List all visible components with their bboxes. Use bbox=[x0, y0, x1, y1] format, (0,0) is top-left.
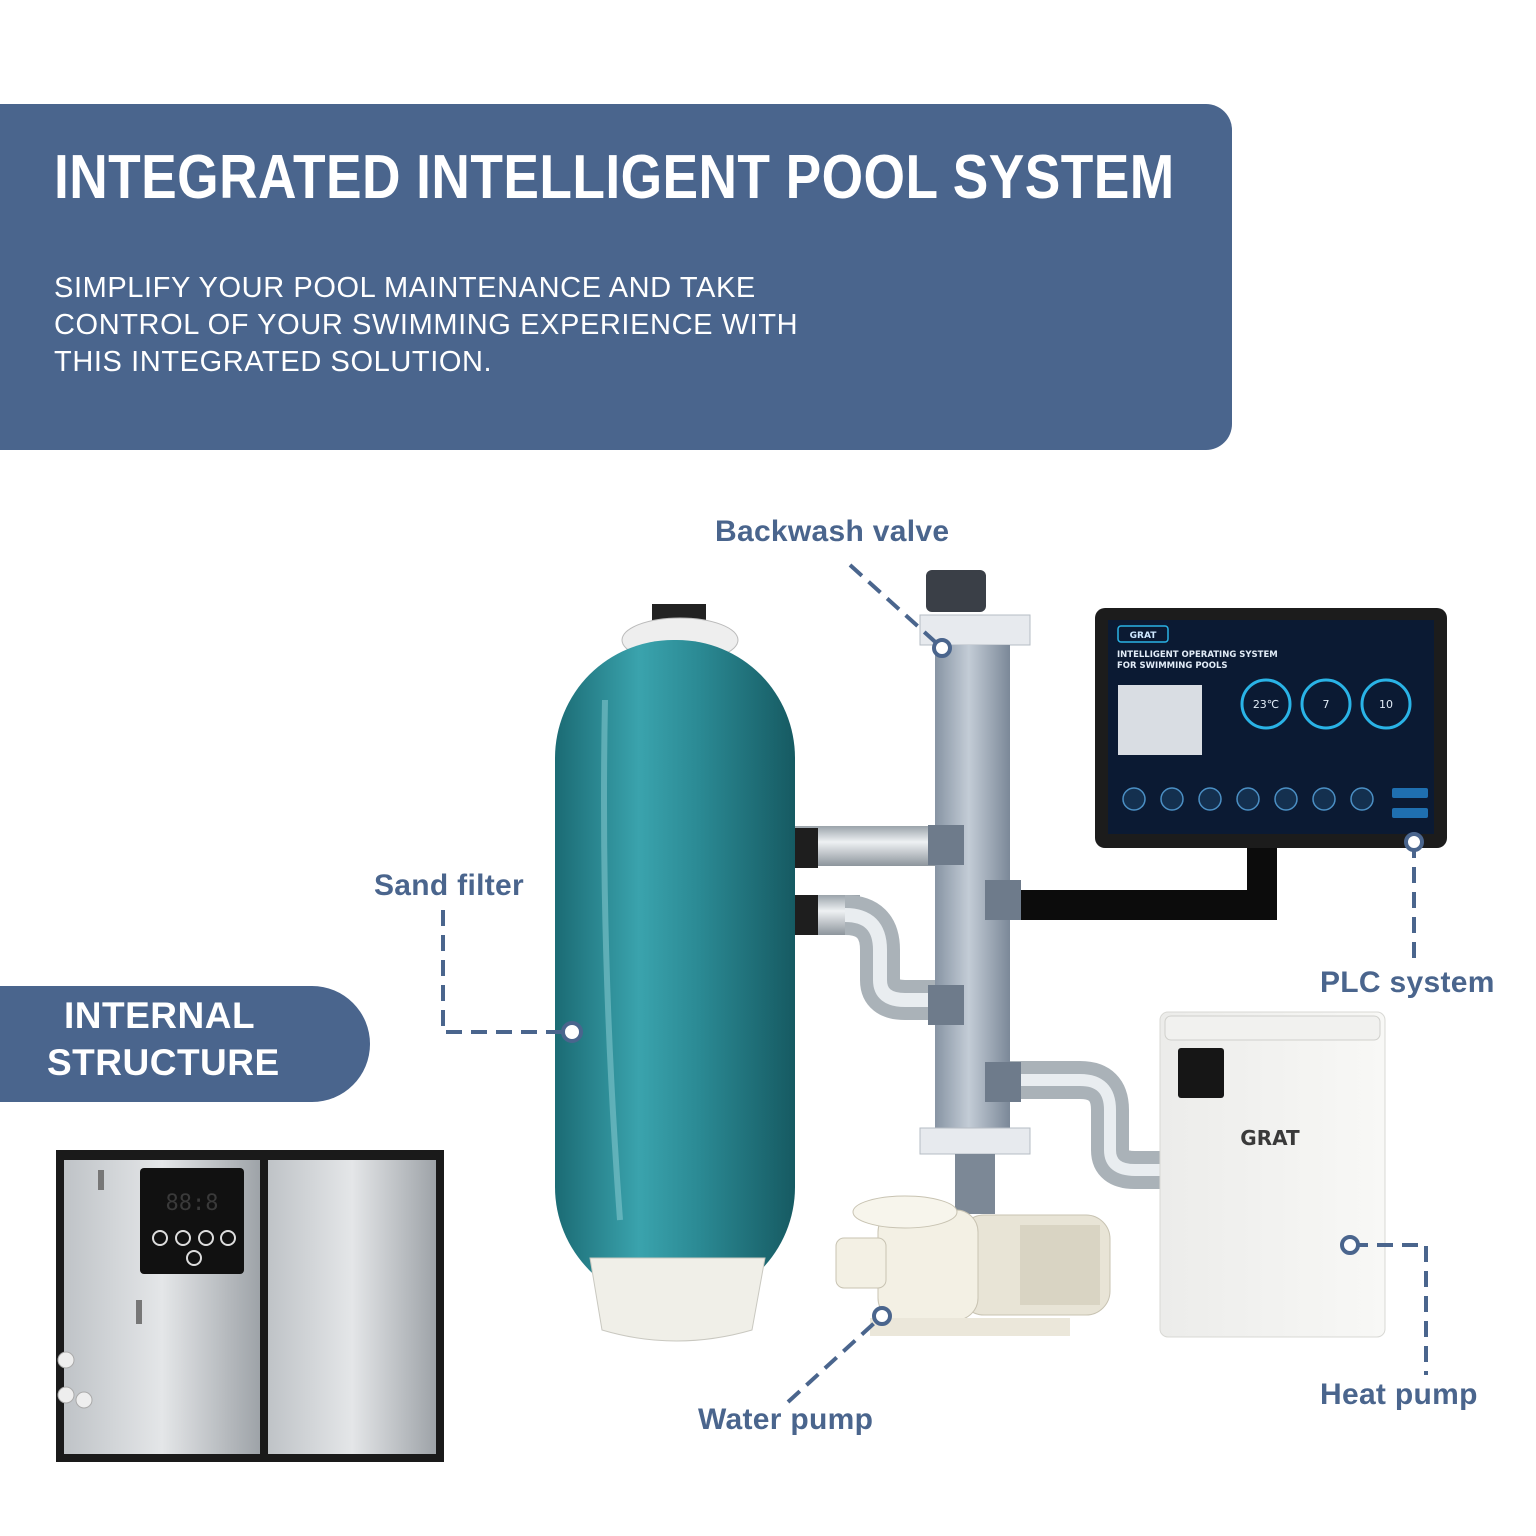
subtitle-line-2: CONTROL OF YOUR SWIMMING EXPERIENCE WITH bbox=[54, 309, 799, 341]
screen-menu-icon bbox=[1198, 787, 1222, 811]
callout-dots bbox=[561, 638, 1424, 1326]
screen-tab-button bbox=[1392, 788, 1428, 798]
cabinet-port bbox=[57, 1351, 75, 1369]
valve-port bbox=[928, 985, 964, 1025]
plc-cable bbox=[1005, 845, 1277, 920]
pump-lid bbox=[852, 1195, 958, 1229]
backwash-valve-column bbox=[919, 570, 1031, 1214]
plc-touchscreen: GRAT INTELLIGENT OPERATING SYSTEM FOR SW… bbox=[1095, 608, 1447, 848]
plc-dot bbox=[1404, 832, 1424, 852]
power-icon bbox=[186, 1250, 202, 1266]
valve-actuator bbox=[926, 570, 986, 612]
cabinet-button-icon bbox=[175, 1230, 191, 1246]
pump-inlet bbox=[835, 1237, 887, 1289]
heat-pump-leader bbox=[1352, 1243, 1428, 1375]
screen-product-image bbox=[1118, 685, 1202, 755]
pump-motor-fins bbox=[1020, 1225, 1100, 1305]
internal-structure-badge: INTERNAL STRUCTURE bbox=[0, 986, 370, 1102]
pump-base bbox=[870, 1318, 1070, 1336]
cabinet-control-panel bbox=[140, 1168, 244, 1274]
water-pump-leader bbox=[786, 1314, 884, 1404]
sand-filter-leader bbox=[441, 910, 572, 1034]
label-heat-pump: Heat pump bbox=[1320, 1378, 1478, 1411]
screen-menu-icon bbox=[1274, 787, 1298, 811]
cabinet-port bbox=[75, 1391, 93, 1409]
cabinet-hinge bbox=[98, 1170, 104, 1190]
badge-line-2: STRUCTURE bbox=[47, 1042, 280, 1083]
heat-pump-pipe bbox=[1008, 1061, 1160, 1189]
screen-icon-row bbox=[1122, 787, 1374, 811]
tank-body bbox=[555, 640, 795, 1305]
badge-line-1: INTERNAL bbox=[64, 995, 256, 1036]
gauge-temperature bbox=[1240, 678, 1292, 730]
callout-lines bbox=[441, 563, 1428, 1404]
screen-menu-icon bbox=[1122, 787, 1146, 811]
cabinet-display: 88:8 bbox=[166, 1191, 219, 1216]
water-pump bbox=[835, 1195, 1111, 1336]
heat-pump-dot bbox=[1340, 1235, 1360, 1255]
cabinet-door-right bbox=[268, 1160, 436, 1454]
valve-outlet bbox=[955, 1154, 995, 1214]
screen-logo: GRAT bbox=[1130, 631, 1158, 641]
lower-pipe-highlight bbox=[844, 908, 940, 1007]
tank-shine bbox=[601, 699, 623, 1221]
tank-base bbox=[589, 1257, 766, 1342]
pipe-coupling bbox=[792, 828, 818, 868]
heat-pump-fan-grille bbox=[1164, 1015, 1381, 1041]
valve-port bbox=[928, 825, 964, 865]
sand-filter-tank bbox=[555, 604, 795, 1342]
cabinet-button-icon bbox=[152, 1230, 168, 1246]
screen-menu-icon bbox=[1160, 787, 1184, 811]
label-sand-filter: Sand filter bbox=[374, 869, 524, 902]
gauge-ph bbox=[1300, 678, 1352, 730]
sand-filter-dot bbox=[561, 1021, 583, 1043]
water-pump-dot bbox=[872, 1306, 892, 1326]
valve-port bbox=[985, 880, 1021, 920]
backwash-leader bbox=[848, 563, 944, 650]
gauge-orp-value: 10 bbox=[1379, 698, 1393, 711]
heat-pump-pipe-highlight bbox=[1008, 1074, 1160, 1176]
page-subtitle: SIMPLIFY YOUR POOL MAINTENANCE AND TAKE … bbox=[54, 270, 954, 381]
cabinet-button-icon bbox=[198, 1230, 214, 1246]
heat-pump-logo: GRAT bbox=[1240, 1126, 1300, 1150]
cabinet-button-icon bbox=[220, 1230, 236, 1246]
heat-pump-control-panel bbox=[1178, 1048, 1224, 1098]
gauge-temperature-value: 23℃ bbox=[1253, 698, 1279, 711]
lower-pipe-bend bbox=[843, 895, 940, 1020]
label-water-pump: Water pump bbox=[698, 1403, 874, 1436]
cabinet-port bbox=[57, 1386, 75, 1404]
screen-menu-icon bbox=[1350, 787, 1374, 811]
cabinet-unit: 88:8 bbox=[56, 1150, 444, 1462]
valve-port bbox=[985, 1062, 1021, 1102]
screen-logo-frame bbox=[1117, 625, 1169, 643]
screen-title-line-1: INTELLIGENT OPERATING SYSTEM bbox=[1117, 650, 1278, 660]
subtitle-line-3: THIS INTEGRATED SOLUTION. bbox=[54, 346, 493, 378]
pipe-coupling bbox=[792, 895, 818, 935]
screen-tab-button bbox=[1392, 808, 1428, 818]
valve-bottom-flange bbox=[919, 1127, 1031, 1155]
gauge-orp bbox=[1360, 678, 1412, 730]
label-plc-system: PLC system bbox=[1320, 966, 1495, 999]
screen-title-line-2: FOR SWIMMING POOLS bbox=[1117, 661, 1228, 671]
header-banner bbox=[0, 104, 1232, 450]
cabinet-handle bbox=[136, 1300, 142, 1324]
connecting-pipes bbox=[790, 826, 1277, 1189]
screen-menu-icon bbox=[1236, 787, 1260, 811]
screen-menu-icon bbox=[1312, 787, 1336, 811]
backwash-dot bbox=[932, 638, 952, 658]
page-title: INTEGRATED INTELLIGENT POOL SYSTEM bbox=[54, 143, 1175, 212]
gauge-ph-value: 7 bbox=[1323, 698, 1330, 711]
heat-pump: GRAT bbox=[1159, 1011, 1386, 1338]
label-backwash-valve: Backwash valve bbox=[715, 515, 950, 548]
subtitle-line-1: SIMPLIFY YOUR POOL MAINTENANCE AND TAKE bbox=[54, 272, 756, 304]
